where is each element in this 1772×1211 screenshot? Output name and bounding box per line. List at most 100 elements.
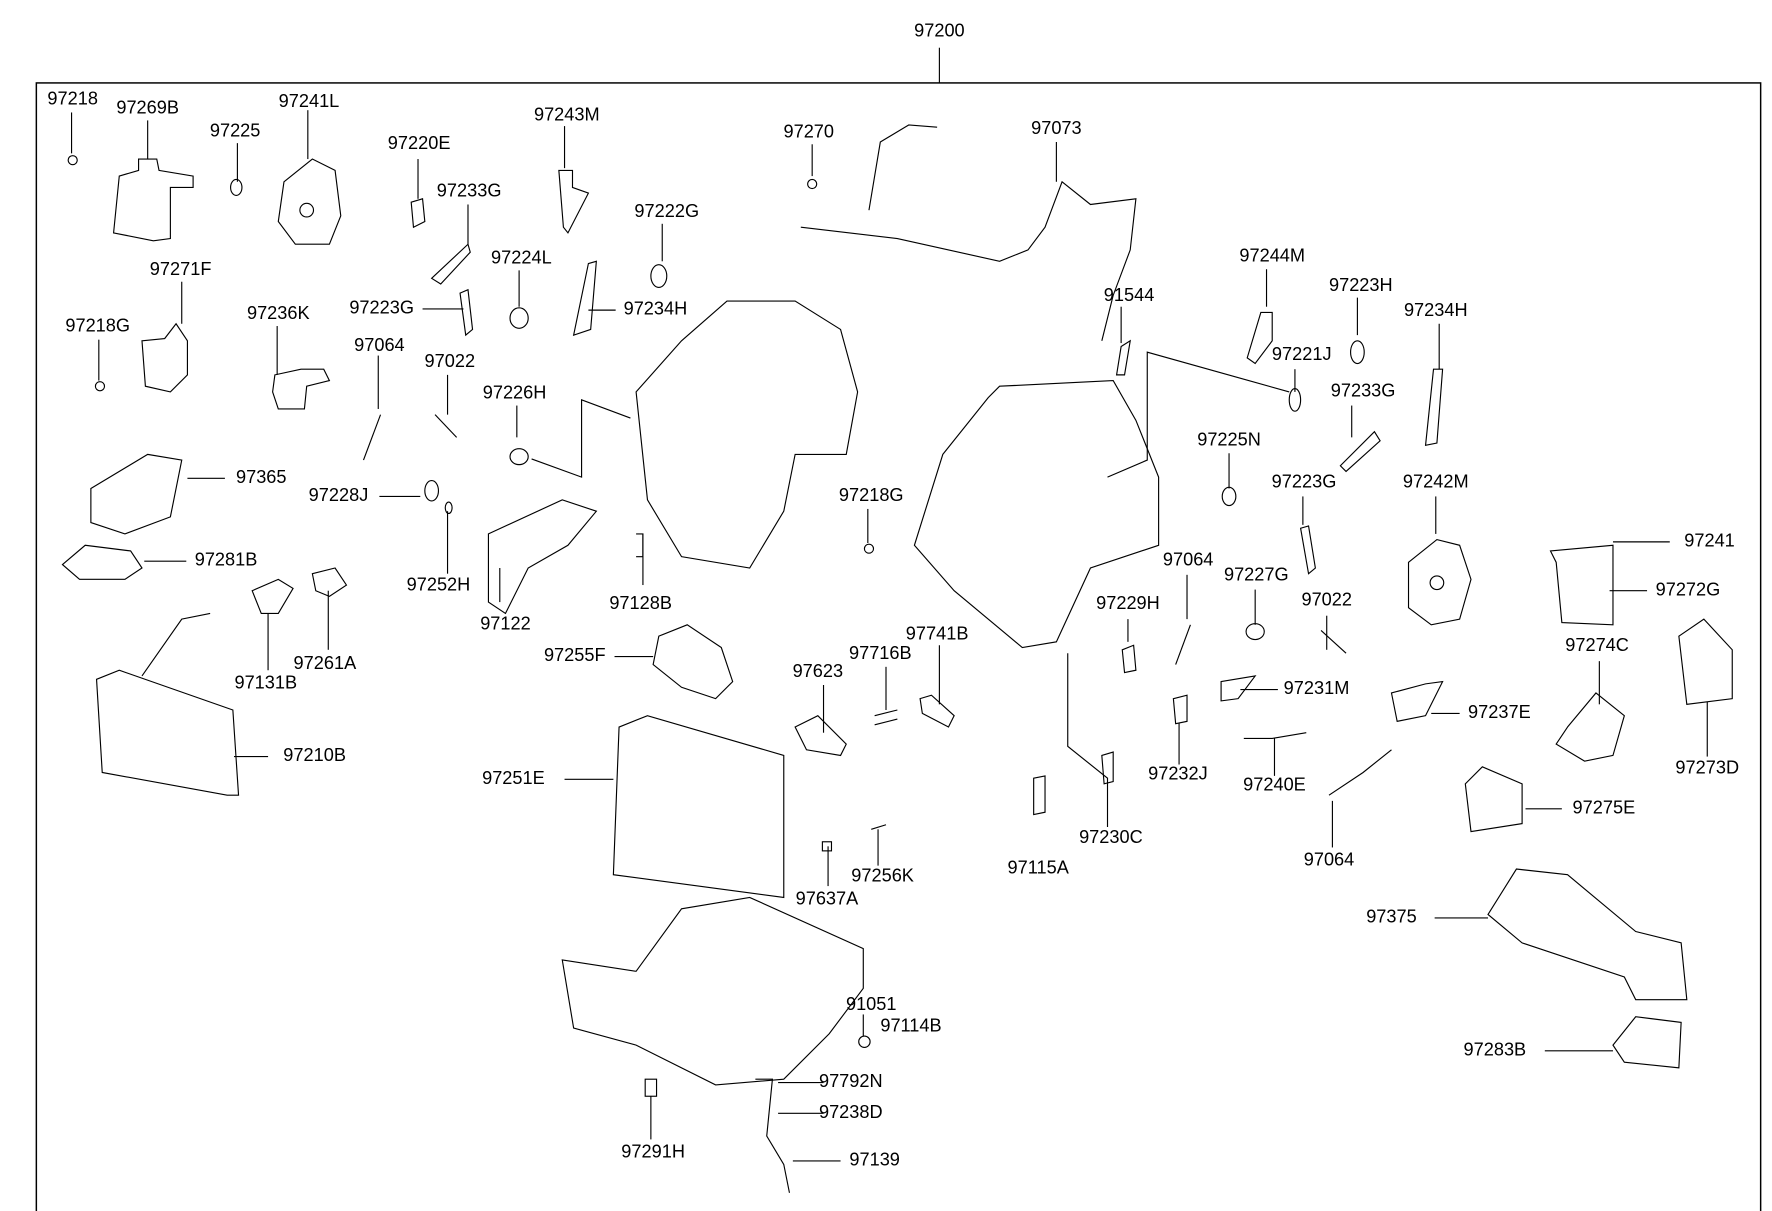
clip-part xyxy=(1350,340,1365,365)
clip-part xyxy=(509,448,529,466)
part-callout[interactable]: 97623 xyxy=(792,662,844,682)
part-callout[interactable]: 97272G xyxy=(1655,580,1721,600)
part-callout[interactable]: 91051 xyxy=(845,995,897,1015)
part-callout[interactable]: 97115A xyxy=(1007,858,1069,879)
bolt-icon xyxy=(874,709,898,726)
part-callout[interactable]: 97240E xyxy=(1243,775,1306,796)
link-part xyxy=(1115,339,1131,376)
duct-part xyxy=(1487,868,1688,1001)
part-callout[interactable]: 97244M xyxy=(1239,246,1306,266)
link-part xyxy=(1424,368,1444,447)
part-callout[interactable]: 97224L xyxy=(491,248,552,269)
part-callout[interactable]: 97073 xyxy=(1031,119,1082,139)
part-callout[interactable]: 97220E xyxy=(387,134,451,154)
part-callout[interactable]: 97270 xyxy=(783,122,835,142)
part-callout[interactable]: 97283B xyxy=(1463,1040,1527,1060)
part-callout[interactable]: 97275E xyxy=(1572,798,1636,818)
part-callout[interactable]: 97233G xyxy=(436,181,502,202)
bracket-part xyxy=(558,169,590,234)
link-part xyxy=(572,260,597,336)
bolt-icon xyxy=(94,381,106,392)
part-callout[interactable]: 97128B xyxy=(609,594,672,614)
part-callout[interactable]: 97261A xyxy=(293,654,357,674)
part-callout[interactable]: 97716B xyxy=(848,644,912,664)
part-callout[interactable]: 97210B xyxy=(283,746,346,766)
clip-part xyxy=(424,479,440,502)
part-callout[interactable]: 97237E xyxy=(1468,703,1531,723)
part-callout[interactable]: 97251E xyxy=(482,769,545,789)
part-callout[interactable]: 97238D xyxy=(818,1103,883,1123)
part-callout[interactable]: 97233G xyxy=(1330,381,1396,402)
part-callout[interactable]: 97064 xyxy=(1162,550,1214,571)
part-callout[interactable]: 97291H xyxy=(621,1142,685,1163)
part-callout[interactable]: 97271F xyxy=(149,260,212,280)
part-callout[interactable]: 97229H xyxy=(1096,594,1160,614)
duct-part xyxy=(90,453,183,535)
part-callout[interactable]: 97637A xyxy=(795,889,859,909)
part-callout[interactable]: 97375 xyxy=(1366,907,1417,927)
part-callout[interactable]: 97225 xyxy=(209,121,261,141)
link-part xyxy=(1172,694,1188,725)
part-callout[interactable]: 97227G xyxy=(1223,565,1289,586)
part-callout[interactable]: 97022 xyxy=(1301,590,1353,611)
part-callout[interactable]: 97230C xyxy=(1079,828,1143,848)
bolt-icon xyxy=(67,155,78,166)
assembly-frame xyxy=(35,82,1762,1211)
part-callout[interactable]: 97223H xyxy=(1328,276,1393,296)
part-callout[interactable]: 97218G xyxy=(65,316,131,337)
clip-part xyxy=(1033,775,1046,816)
part-callout[interactable]: 97218G xyxy=(838,486,904,506)
part-callout[interactable]: 97242M xyxy=(1402,472,1469,492)
gear-plate-part xyxy=(1407,538,1472,626)
part-callout[interactable]: 97226H xyxy=(482,383,547,404)
part-callout[interactable]: 97792N xyxy=(818,1072,883,1092)
part-callout[interactable]: 97232J xyxy=(1148,764,1208,784)
part-callout[interactable]: 97269B xyxy=(116,98,180,119)
lever-part xyxy=(1390,680,1444,723)
part-callout[interactable]: 97122 xyxy=(480,614,531,634)
part-callout[interactable]: 97231M xyxy=(1283,679,1350,699)
part-callout[interactable]: 97131B xyxy=(234,673,298,693)
link-part xyxy=(410,198,426,229)
part-callout[interactable]: 97221J xyxy=(1271,345,1332,365)
part-callout[interactable]: 97236K xyxy=(246,304,310,324)
part-callout[interactable]: 97274C xyxy=(1565,636,1629,656)
part-callout[interactable]: 97064 xyxy=(1303,850,1355,871)
part-callout[interactable]: 97222G xyxy=(634,202,700,222)
part-callout[interactable]: 97281B xyxy=(194,550,258,571)
clip-part xyxy=(509,307,529,329)
part-callout[interactable]: 97365 xyxy=(235,468,287,488)
assembly-callout: 97200 xyxy=(914,21,965,41)
actuator-part xyxy=(112,158,194,242)
part-callout[interactable]: 97234H xyxy=(623,299,688,320)
part-callout[interactable]: 97243M xyxy=(533,105,600,125)
part-callout[interactable]: 97252H xyxy=(406,575,471,596)
part-callout[interactable]: 97225N xyxy=(1197,430,1261,450)
link-part xyxy=(430,243,471,285)
part-callout[interactable]: 97256K xyxy=(851,866,914,887)
drain-hose-part xyxy=(755,1078,791,1193)
part-callout[interactable]: 97241L xyxy=(278,92,340,112)
heater-core-part xyxy=(95,669,240,796)
actuator-part xyxy=(1678,618,1733,705)
part-callout[interactable]: 97139 xyxy=(849,1150,900,1171)
part-callout[interactable]: 97022 xyxy=(424,352,476,372)
part-callout[interactable]: 97255F xyxy=(543,646,606,666)
link-part xyxy=(1101,751,1114,785)
part-callout[interactable]: 97114B xyxy=(880,1016,942,1037)
duct-part xyxy=(1612,1016,1682,1069)
part-callout[interactable]: 91544 xyxy=(1103,286,1155,306)
part-callout[interactable]: 97223G xyxy=(1271,472,1337,492)
rod-part xyxy=(1175,624,1191,665)
part-callout[interactable]: 97741B xyxy=(905,624,969,645)
part-callout[interactable]: 97241 xyxy=(1684,531,1735,551)
part-callout[interactable]: 97064 xyxy=(354,336,405,356)
part-callout[interactable]: 97228J xyxy=(308,486,369,506)
part-outlines xyxy=(61,124,1733,1193)
part-callout[interactable]: 97223G xyxy=(349,298,415,319)
part-callout[interactable]: 97218 xyxy=(47,89,98,110)
part-callout[interactable]: 97234H xyxy=(1403,301,1468,321)
part-callout[interactable]: 97273D xyxy=(1675,758,1740,779)
case-part xyxy=(913,379,1160,649)
